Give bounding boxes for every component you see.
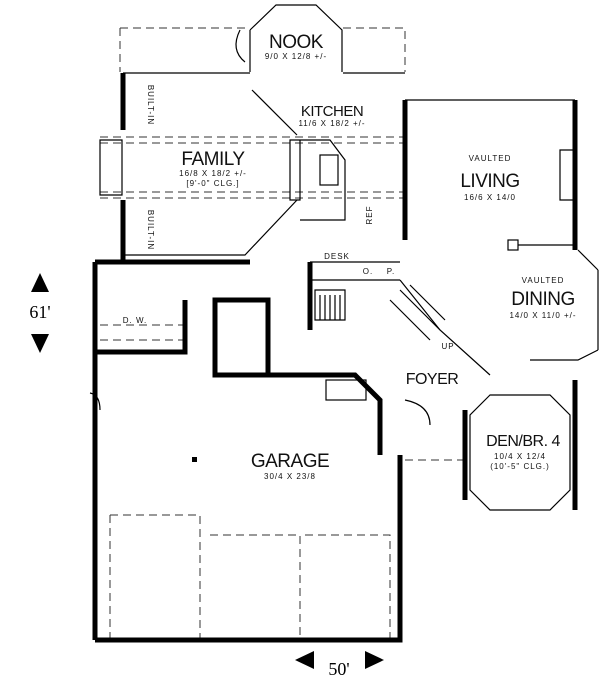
arrow-right-icon xyxy=(365,651,384,669)
room-name-kitchen: KITCHEN xyxy=(301,103,363,120)
arrow-up-icon xyxy=(31,273,49,292)
room-name-family: FAMILY xyxy=(181,149,245,170)
label-built-in-top: BUILT-IN xyxy=(146,85,155,125)
room-dims-nook: 9/0 X 12/8 +/- xyxy=(265,52,327,61)
room-dims-family: 16/8 X 18/2 +/- xyxy=(179,169,247,178)
room-name-garage: GARAGE xyxy=(251,451,329,472)
label-up: UP xyxy=(441,342,454,351)
label-desk: DESK xyxy=(324,252,350,261)
room-dims-garage: 30/4 X 23/8 xyxy=(264,472,316,481)
room-note-living: VAULTED xyxy=(469,154,512,163)
room-dims-den: 10/4 X 12/4 xyxy=(494,452,546,461)
label-p: P. xyxy=(387,267,396,276)
arrow-down-icon xyxy=(31,334,49,353)
room-ceiling-den: (10'-5" CLG.) xyxy=(490,462,550,471)
room-dims-dining: 14/0 X 11/0 +/- xyxy=(509,311,576,320)
label-built-in-bottom: BUILT-IN xyxy=(146,210,155,250)
label-o: O. xyxy=(363,267,373,276)
room-name-den: DEN/BR. 4 xyxy=(486,433,560,450)
room-name-nook: NOOK xyxy=(269,32,324,53)
room-dims-kitchen: 11/6 X 18/2 +/- xyxy=(298,119,365,128)
room-note-dining: VAULTED xyxy=(522,276,565,285)
width-measurement: 50' xyxy=(328,659,349,679)
room-ceiling-family: [9'-0" CLG.] xyxy=(186,179,239,188)
room-name-living: LIVING xyxy=(460,171,519,192)
dashed-outlines xyxy=(100,27,465,640)
arrow-left-icon xyxy=(295,651,314,669)
room-dims-living: 16/6 X 14/0 xyxy=(464,193,516,202)
walls xyxy=(89,4,599,643)
room-name-dining: DINING xyxy=(511,289,575,310)
label-ref: REF xyxy=(365,206,374,225)
label-dw: D. W. xyxy=(123,316,148,325)
depth-measurement: 61' xyxy=(29,302,50,322)
room-name-foyer: FOYER xyxy=(406,371,459,388)
